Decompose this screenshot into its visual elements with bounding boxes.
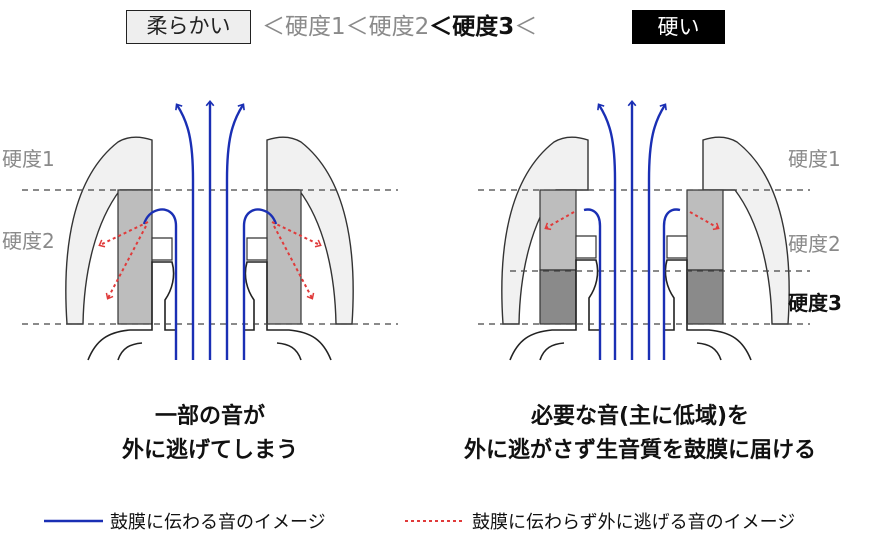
scale-separator: ＜ [514,14,538,40]
right-notch-right [666,235,688,259]
left-leak-arrows [98,221,322,300]
hard-label-box: 硬い [632,10,725,44]
leak-arrow [98,221,149,248]
left-eartip [65,136,354,361]
right-inner-wall-right-mid [686,189,724,271]
left-notch-right [246,237,268,261]
right-label-hardness3: 硬度3 [788,291,842,315]
sound-arrow [142,208,178,360]
right-body [696,342,722,361]
left-body [87,261,176,361]
leak-arrow [271,221,322,248]
right-flare-left [501,136,589,325]
left-body [117,342,143,361]
right-body [509,259,600,361]
leak-arrow [273,225,315,300]
left-label-hardness2: 硬度2 [2,229,55,253]
legend-dotted-label: 鼓膜に伝わらず外に逃げる音のイメージ [472,512,796,533]
scale-separator: ＜ [262,14,285,40]
left-inner-wall-right [266,189,302,325]
sound-arrow [225,103,245,360]
sound-arrow [242,208,278,360]
left-label-hardness1: 硬度1 [2,147,55,171]
leak-arrow [105,225,147,300]
left-flare-right [266,136,354,325]
left-sound-arrows [142,99,278,360]
right-inner-wall-right-low [686,269,724,325]
sound-arrow [583,208,602,360]
right-body [539,342,565,361]
scale-hardness3: 硬度3 [452,14,515,40]
sound-arrow [597,103,617,360]
left-body [276,342,302,361]
scale-hardness1: 硬度1 [285,14,346,40]
right-flare-right [702,136,790,325]
right-eartip [501,136,790,361]
right-inner-wall-left-low [539,269,577,325]
right-sound-arrows [583,99,681,360]
scale-separator: ＜ [429,14,453,40]
hardness-order: ＜硬度1＜硬度2＜硬度3＜ [262,10,537,44]
left-body [243,261,332,361]
right-label-hardness2: 硬度2 [788,232,841,256]
right-body [663,259,752,361]
left-flare-left [65,136,153,325]
sound-arrow [662,208,681,360]
leak-arrow [689,211,720,231]
scale-separator: ＜ [345,14,369,40]
right-caption: 必要な音(主に低域)を 外に逃がさず生音質を鼓膜に届ける [440,400,840,468]
right-inner-wall-left-mid [539,189,577,271]
right-leak-arrows [544,211,720,231]
left-caption: 一部の音が 外に逃げてしまう [60,400,360,468]
left-inner-wall-left [117,189,153,325]
sound-arrow [175,103,195,360]
right-caption-line2: 外に逃がさず生音質を鼓膜に届ける [463,438,816,463]
hardness-scale: 柔らかい ＜硬度1＜硬度2＜硬度3＜ 硬い [0,10,871,48]
right-caption-line1: 必要な音(主に低域)を [530,404,750,429]
soft-label-box: 柔らかい [126,10,251,44]
right-label-hardness1: 硬度1 [788,147,841,171]
leak-arrow [544,211,575,231]
left-caption-line1: 一部の音が [154,404,265,429]
left-caption-line2: 外に逃げてしまう [121,438,298,463]
scale-hardness2: 硬度2 [368,14,430,40]
sound-arrow [647,103,667,360]
right-notch-left [575,235,597,259]
left-notch-left [151,237,173,261]
legend-solid-label: 鼓膜に伝わる音のイメージ [110,512,326,533]
